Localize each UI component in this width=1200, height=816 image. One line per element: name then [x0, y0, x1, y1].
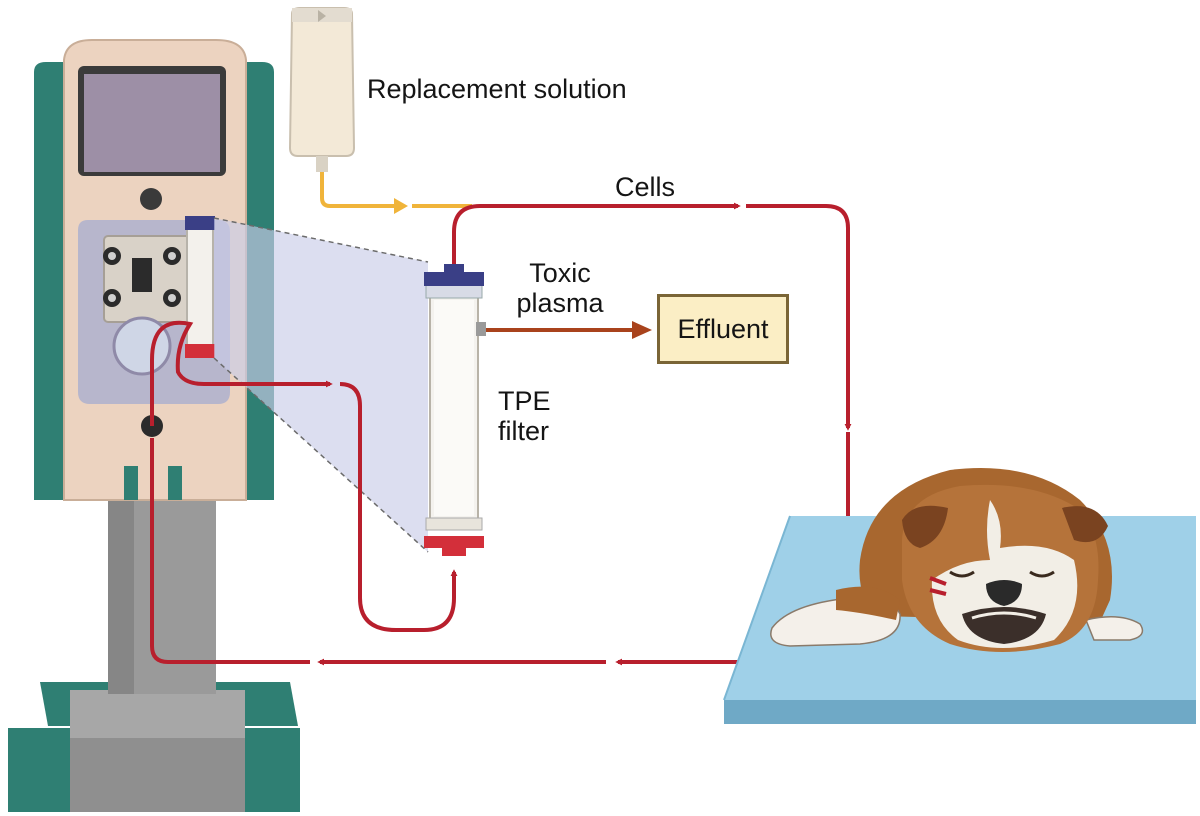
bulldog-icon	[770, 468, 1144, 652]
replacement-line	[320, 172, 396, 208]
toxic-plasma-line2: plasma	[516, 288, 604, 318]
effluent-box: Effluent	[657, 294, 789, 364]
filter-icon	[424, 264, 486, 556]
cells-label: Cells	[615, 172, 676, 202]
toxic-plasma-line1: Toxic	[529, 258, 591, 288]
toxic-plasma-label: Toxic plasma	[500, 258, 620, 318]
tpe-filter-line1: TPE	[498, 386, 551, 416]
cells-line	[452, 202, 741, 264]
iv-bag-icon	[288, 7, 356, 172]
replacement-solution-label: Replacement solution	[367, 74, 627, 104]
tpe-filter-label: TPE filter	[498, 386, 551, 446]
effluent-label: Effluent	[677, 313, 769, 344]
tpe-filter-line2: filter	[498, 416, 550, 446]
to-filter-line	[150, 320, 333, 426]
